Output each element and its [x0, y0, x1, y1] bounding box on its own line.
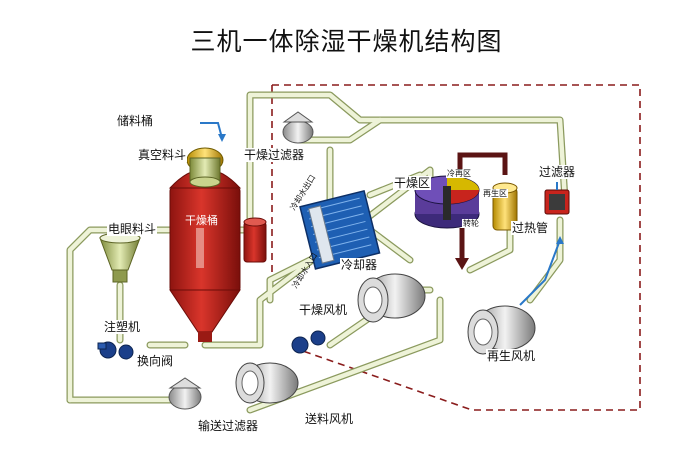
label-injection-machine: 注塑机 — [103, 320, 142, 334]
label-storage-bin: 储料桶 — [116, 114, 155, 128]
vacuum-hopper — [186, 147, 224, 188]
label-superheater: 过热管 — [511, 221, 550, 235]
eye-hopper-unit — [99, 232, 141, 283]
label-vacuum-hopper: 真空料斗 — [137, 148, 188, 162]
dry-filter-unit — [282, 111, 314, 144]
switch-valve-unit — [97, 341, 134, 360]
flow-arrows — [200, 122, 561, 306]
label-conveying-filter: 输送过滤器 — [197, 419, 260, 433]
label-dry-filter: 干燥过滤器 — [243, 148, 306, 162]
filter-unit — [544, 182, 570, 215]
dry-fan-valve-unit — [291, 330, 326, 354]
superheater-unit — [492, 182, 518, 231]
label-filter: 过滤器 — [538, 165, 577, 179]
label-regen-fan: 再生风机 — [486, 349, 537, 363]
exhaust-arrow — [455, 258, 469, 270]
drying-unit-boundary — [272, 84, 641, 411]
diagram-title: 三机一体除湿干燥机结构图 — [190, 27, 503, 56]
label-conveying-fan: 送料风机 — [304, 412, 355, 426]
label-dry-fan: 干燥风机 — [298, 303, 349, 317]
dry-tank-group — [168, 168, 242, 342]
label-eye-hopper: 电眼料斗 — [107, 222, 158, 236]
regen-fan-unit — [467, 305, 536, 355]
label-switch-valve: 换向阀 — [136, 354, 175, 368]
regen-pipe — [457, 152, 508, 262]
side-heater — [243, 217, 267, 263]
dry-fan-unit — [357, 273, 426, 323]
label-rotor: 转轮 — [462, 219, 480, 228]
conveying-fan-unit — [235, 362, 299, 404]
conveying-filter-unit — [168, 377, 202, 410]
label-dry-zone: 干燥区 — [393, 176, 432, 190]
label-cooler: 冷却器 — [340, 258, 379, 272]
label-regen-zone: 再生区 — [482, 189, 508, 198]
label-cold-zone: 冷再区 — [446, 169, 472, 178]
label-dry-tank: 干燥桶 — [185, 214, 218, 227]
flow-arrowheads — [218, 134, 564, 244]
